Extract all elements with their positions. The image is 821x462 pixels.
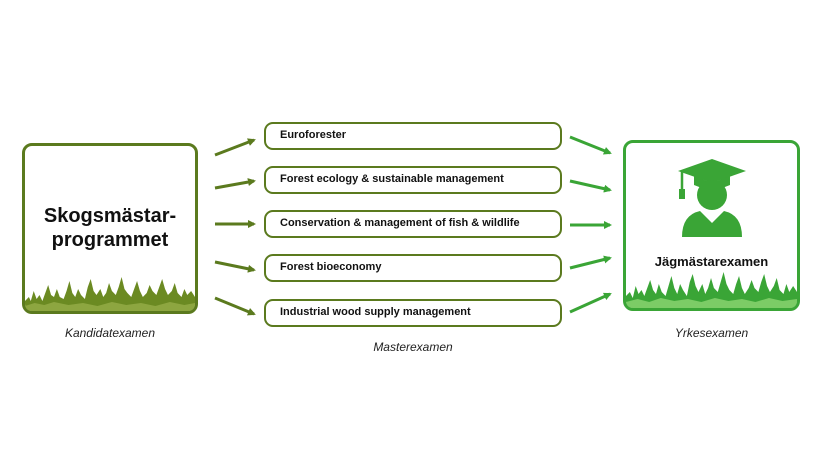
arrow-left-4 xyxy=(214,260,256,273)
bachelor-programme-box: Skogsmästar- programmet xyxy=(22,143,198,314)
bachelor-degree-caption: Kandidatexamen xyxy=(64,326,156,340)
arrow-right-1 xyxy=(569,135,612,155)
arrow-left-1 xyxy=(214,138,256,157)
programme-conservation-fish-wildlife: Conservation & management of fish & wild… xyxy=(264,210,562,238)
master-degree-caption: Masterexamen xyxy=(373,340,453,354)
programme-forest-bioeconomy: Forest bioeconomy xyxy=(264,254,562,282)
arrow-right-5 xyxy=(569,292,612,314)
forest-silhouette-icon xyxy=(25,277,195,311)
graduate-icon xyxy=(678,159,746,237)
bachelor-title-line1: Skogsmästar- xyxy=(43,205,177,227)
bachelor-programme-title: Skogsmästar- programmet xyxy=(25,204,195,252)
arrow-left-2 xyxy=(214,178,256,190)
programme-forest-ecology: Forest ecology & sustainable management xyxy=(264,166,562,194)
arrow-left-5 xyxy=(214,296,256,316)
forest-silhouette-icon xyxy=(626,272,797,308)
professional-degree-caption: Yrkesexamen xyxy=(674,326,749,340)
professional-degree-label: Jägmästarexamen xyxy=(654,254,769,269)
bachelor-title-line2: programmet xyxy=(51,229,169,251)
arrow-right-2 xyxy=(569,179,612,193)
programme-industrial-wood-supply: Industrial wood supply management xyxy=(264,299,562,327)
arrow-right-4 xyxy=(569,255,612,270)
programme-euroforester: Euroforester xyxy=(264,122,562,150)
